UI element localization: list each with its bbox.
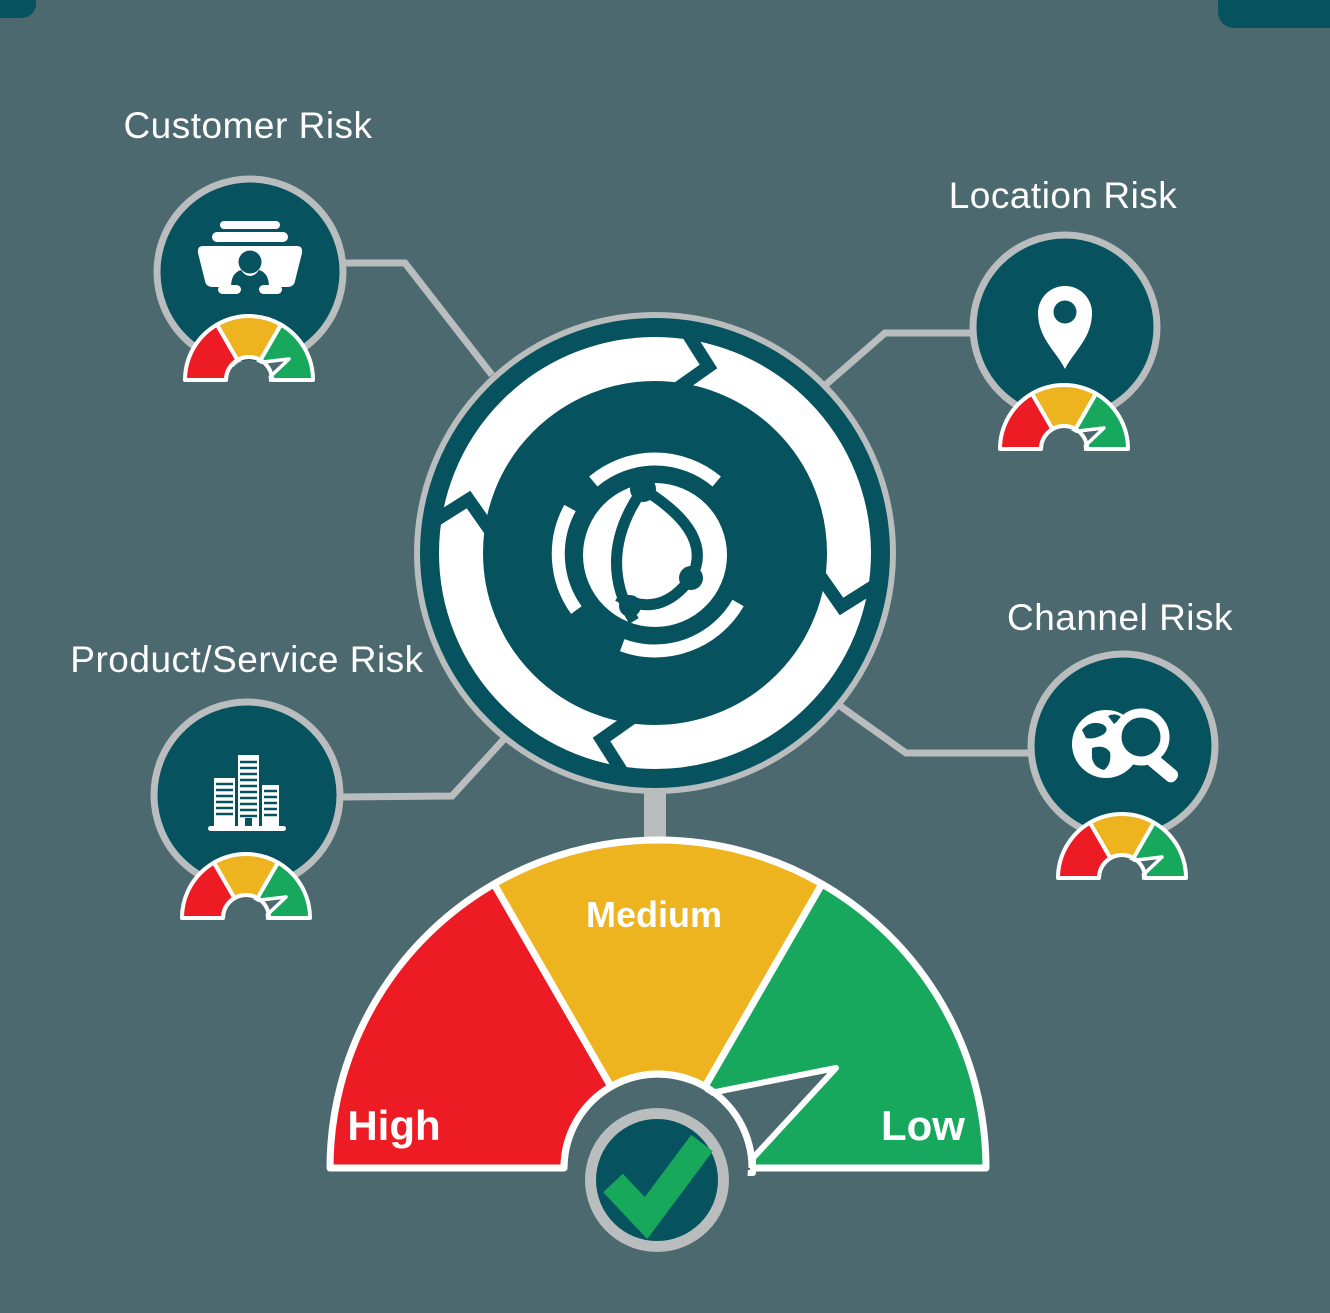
risk-node-channel: Channel Risk <box>1007 597 1233 900</box>
location-pin-icon <box>1038 286 1092 369</box>
central-hub <box>414 312 896 794</box>
risk-node-product: Product/Service Risk <box>70 639 423 940</box>
corner-decoration-top-left <box>0 0 36 18</box>
location-risk-label: Location Risk <box>949 175 1178 216</box>
cycle-arrows-ring-icon <box>429 327 881 779</box>
customer-risk-label: Customer Risk <box>123 105 372 146</box>
main-risk-gauge: High Medium Low <box>326 836 990 1258</box>
buildings-icon <box>208 755 286 831</box>
connector-location <box>819 329 973 391</box>
risk-node-customer: Customer Risk <box>123 105 372 402</box>
connector-gauge-stem <box>644 776 666 848</box>
checkmark-icon <box>603 1134 713 1239</box>
gauge-label-medium: Medium <box>586 894 722 935</box>
risk-node-location: Location Risk <box>949 175 1178 471</box>
connector-lines <box>341 259 1031 801</box>
customer-records-icon <box>197 221 303 294</box>
channel-risk-label: Channel Risk <box>1007 597 1233 638</box>
gauge-hub-rim <box>560 1070 756 1169</box>
gauge-label-low: Low <box>881 1102 965 1149</box>
product-service-risk-label: Product/Service Risk <box>70 639 423 680</box>
globe-search-icon <box>1072 708 1179 783</box>
corner-decoration-top-right <box>1218 0 1330 28</box>
connector-product <box>341 735 508 801</box>
connector-customer <box>343 259 495 378</box>
gauge-label-high: High <box>347 1102 440 1149</box>
connector-channel <box>837 703 1031 757</box>
network-globe-icon <box>551 452 744 658</box>
